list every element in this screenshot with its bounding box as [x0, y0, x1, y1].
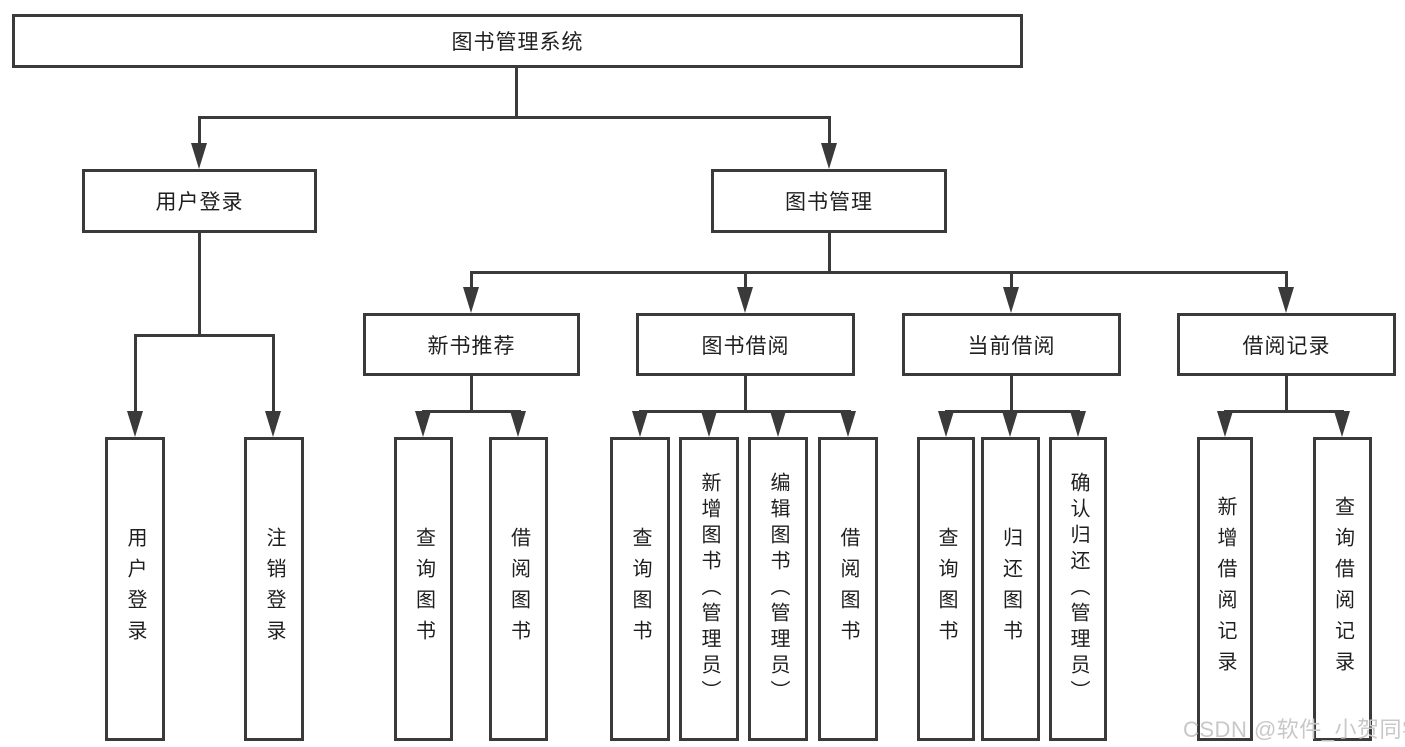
connector-line	[744, 271, 747, 290]
arrow-down-icon	[737, 287, 753, 313]
connector-line	[1285, 376, 1288, 413]
connector-line	[1285, 271, 1288, 290]
node-borrowing-records-label: 借阅记录	[1242, 334, 1331, 358]
node-current-borrowing-label: 当前借阅	[967, 334, 1056, 358]
leaf-query-books-1-label: 查询图书	[412, 527, 435, 651]
arrow-down-icon	[1003, 287, 1019, 313]
node-new-book-recommendation-label: 新书推荐	[427, 334, 516, 358]
arrow-down-icon	[1070, 411, 1086, 437]
leaf-borrow-books-1: 借阅图书	[489, 437, 548, 741]
arrow-down-icon	[415, 411, 431, 437]
leaf-logout: 注销登录	[244, 437, 304, 741]
connector-line	[470, 271, 473, 290]
connector-line	[470, 376, 473, 413]
node-borrowing-records: 借阅记录	[1177, 313, 1396, 376]
arrow-down-icon	[1334, 411, 1350, 437]
connector-line	[422, 410, 521, 413]
leaf-add-borrow-record-label: 新增借阅记录	[1214, 496, 1236, 682]
leaf-return-books-label: 归还图书	[999, 527, 1022, 651]
leaf-confirm-return-admin-label: 确认归还（管理员）	[1067, 472, 1089, 706]
node-current-borrowing: 当前借阅	[902, 313, 1121, 376]
leaf-query-borrow-record: 查询借阅记录	[1313, 437, 1372, 741]
connector-line	[198, 233, 201, 336]
arrow-down-icon	[1002, 411, 1018, 437]
node-new-book-recommendation: 新书推荐	[363, 313, 580, 376]
node-book-management-label: 图书管理	[785, 191, 873, 214]
connector-line	[828, 116, 831, 146]
connector-line	[272, 334, 275, 414]
arrow-down-icon	[127, 411, 143, 437]
leaf-edit-books-admin-label: 编辑图书（管理员）	[767, 472, 789, 706]
connector-line	[1010, 271, 1013, 290]
leaf-edit-books-admin: 编辑图书（管理员）	[748, 437, 808, 741]
leaf-query-books-1: 查询图书	[394, 437, 453, 741]
arrow-down-icon	[1278, 287, 1294, 313]
leaf-borrow-books-2: 借阅图书	[818, 437, 878, 741]
node-book-borrowing-label: 图书借阅	[701, 334, 790, 358]
leaf-add-books-admin-label: 新增图书（管理员）	[698, 472, 720, 706]
arrow-down-icon	[265, 411, 281, 437]
node-user-login-label: 用户登录	[155, 191, 244, 214]
leaf-user-login-label: 用户登录	[124, 527, 146, 651]
arrow-down-icon	[191, 143, 207, 169]
node-user-login: 用户登录	[82, 169, 317, 233]
leaf-add-books-admin: 新增图书（管理员）	[679, 437, 739, 741]
arrow-down-icon	[1217, 411, 1233, 437]
node-library-system-label: 图书管理系统	[451, 31, 584, 54]
leaf-query-books-3-label: 查询图书	[935, 527, 957, 651]
connector-line	[828, 233, 831, 274]
connector-line	[134, 334, 137, 414]
leaf-query-borrow-record-label: 查询借阅记录	[1331, 496, 1354, 682]
leaf-borrow-books-2-label: 借阅图书	[837, 527, 859, 651]
arrow-down-icon	[463, 287, 479, 313]
connector-line	[198, 116, 831, 119]
node-book-management: 图书管理	[711, 169, 947, 233]
arrow-down-icon	[770, 411, 786, 437]
connector-line	[1010, 376, 1013, 413]
arrow-down-icon	[701, 411, 717, 437]
arrow-down-icon	[821, 143, 837, 169]
connector-line	[1224, 410, 1344, 413]
watermark: CSDN @软件_小贺同学	[1183, 717, 1405, 742]
leaf-return-books: 归还图书	[981, 437, 1040, 741]
leaf-query-books-2-label: 查询图书	[629, 527, 651, 651]
connector-line	[470, 271, 1287, 274]
arrow-down-icon	[632, 411, 648, 437]
arrow-down-icon	[840, 411, 856, 437]
connector-line	[198, 116, 201, 146]
leaf-logout-label: 注销登录	[263, 527, 285, 651]
arrow-down-icon	[938, 411, 954, 437]
leaf-confirm-return-admin: 确认归还（管理员）	[1049, 437, 1107, 741]
leaf-user-login: 用户登录	[105, 437, 165, 741]
connector-line	[744, 376, 747, 413]
leaf-query-books-2: 查询图书	[610, 437, 670, 741]
connector-line	[134, 334, 275, 337]
leaf-query-books-3: 查询图书	[917, 437, 975, 741]
node-book-borrowing: 图书借阅	[636, 313, 855, 376]
connector-line	[515, 68, 518, 117]
leaf-borrow-books-1-label: 借阅图书	[507, 527, 530, 651]
connector-line	[639, 410, 851, 413]
arrow-down-icon	[510, 411, 526, 437]
leaf-add-borrow-record: 新增借阅记录	[1197, 437, 1253, 741]
node-library-system: 图书管理系统	[12, 14, 1023, 68]
